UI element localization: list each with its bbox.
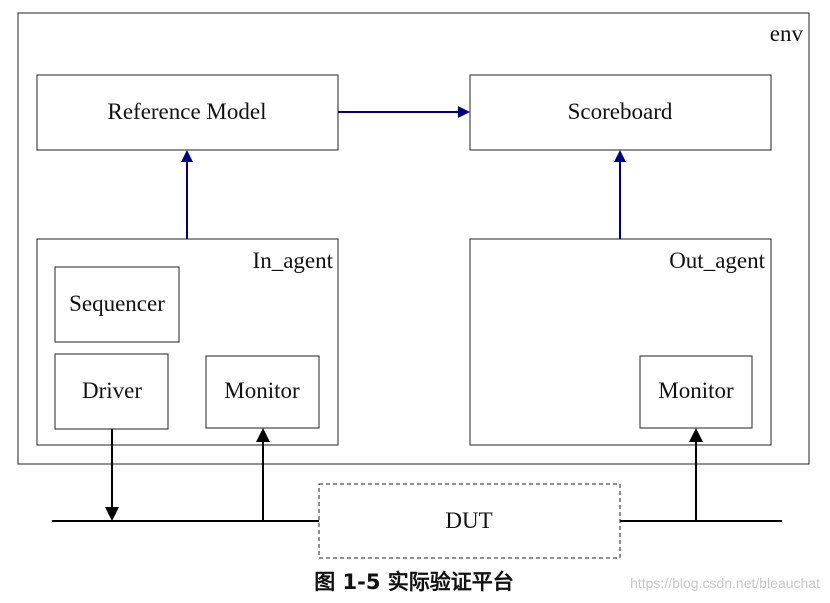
scoreboard-label: Scoreboard bbox=[568, 99, 673, 124]
sequencer-label: Sequencer bbox=[69, 291, 165, 316]
figure-caption: 图 1-5 实际验证平台 bbox=[314, 570, 514, 594]
in-monitor-label: Monitor bbox=[224, 378, 300, 403]
out-monitor-label: Monitor bbox=[658, 378, 734, 403]
dut-label: DUT bbox=[445, 508, 492, 533]
sequencer-box bbox=[54, 266, 180, 343]
out-agent-label: Out_agent bbox=[669, 248, 765, 273]
env-label: env bbox=[770, 21, 804, 46]
env-box bbox=[17, 12, 810, 465]
driver-label: Driver bbox=[82, 378, 142, 403]
watermark: https://blog.csdn.net/bleauchat bbox=[630, 575, 820, 591]
reference-model-label: Reference Model bbox=[107, 99, 266, 124]
dut-box bbox=[318, 483, 621, 559]
in-agent-label: In_agent bbox=[253, 248, 334, 273]
